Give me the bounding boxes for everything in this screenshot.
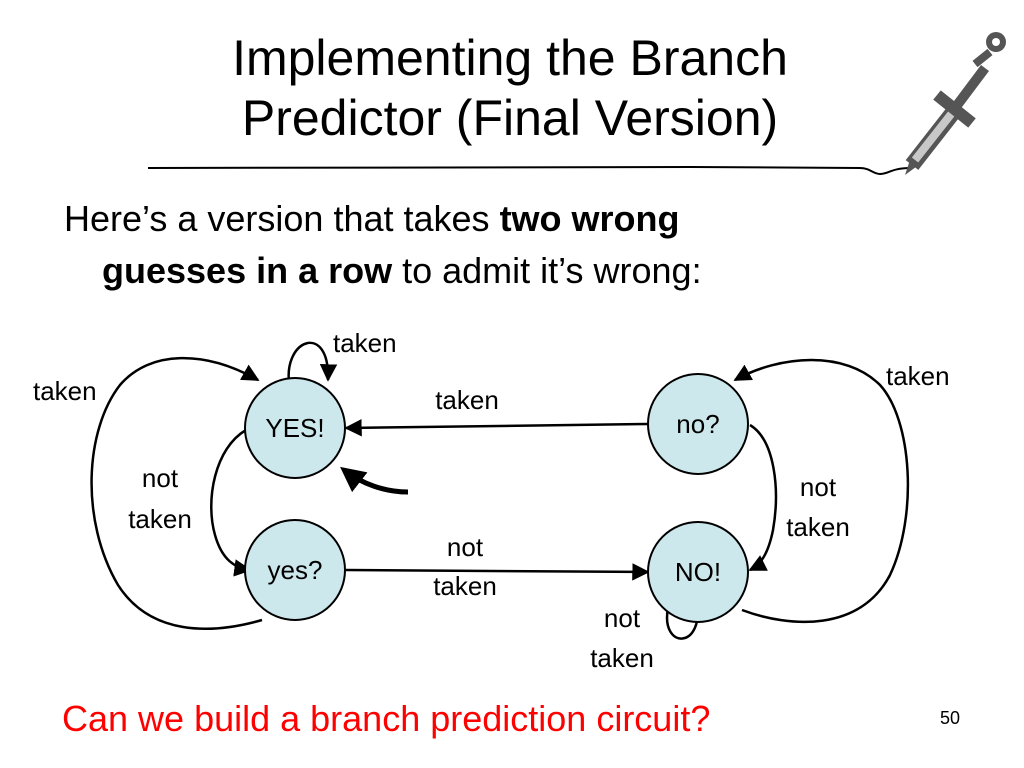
label-self-loop-yes: taken [333, 328, 397, 358]
slide-title: Implementing the Branch Predictor (Final… [120, 28, 900, 148]
state-no-strong: NO! [647, 521, 749, 623]
state-yes-strong: YES! [244, 377, 346, 479]
title-line-2: Predictor (Final Version) [241, 90, 779, 146]
edge-no-strong-to-no-weak [733, 358, 910, 624]
pointer-arrow [340, 466, 409, 495]
label-top-middle: taken [435, 385, 499, 415]
edge-no-weak-to-no-strong [748, 423, 778, 572]
title-underline [147, 165, 911, 176]
label-bottom-middle-1: not [447, 532, 484, 562]
label-self-loop-no-2: taken [590, 643, 654, 673]
body-line-1: Here’s a version that takes two wrong [64, 193, 924, 245]
label-bottom-middle-2: taken [433, 571, 497, 601]
label-left-inner-1: not [142, 463, 179, 493]
body-text: Here’s a version that takes two wrong gu… [64, 193, 924, 297]
label-right-outer: taken [886, 361, 950, 391]
edge-yes-weak-to-no-strong [345, 563, 650, 581]
label-self-loop-no-1: not [604, 603, 641, 633]
body-prefix: Here’s a version that takes [64, 198, 500, 239]
state-yes-weak-label: yes? [268, 555, 323, 585]
state-no-strong-label: NO! [675, 557, 721, 587]
label-left-outer: taken [33, 376, 97, 406]
slide-number: 50 [940, 708, 961, 728]
edge-yes-weak-to-yes-strong [90, 356, 263, 630]
edge-no-weak-to-yes-strong [344, 419, 649, 437]
edge-yes-self-loop [287, 341, 338, 389]
body-bold-2: guesses in a row [102, 250, 393, 291]
title-line-1: Implementing the Branch [232, 30, 788, 86]
sword-icon [905, 32, 1006, 175]
label-right-inner-2: taken [786, 512, 850, 542]
label-left-inner-2: taken [128, 504, 192, 534]
state-yes-weak: yes? [244, 519, 346, 621]
question-text: Can we build a branch prediction circuit… [62, 698, 711, 739]
body-bold-1: two wrong [499, 198, 680, 239]
label-right-inner-1: not [800, 472, 837, 502]
edge-yes-strong-to-yes-weak [210, 428, 252, 577]
state-no-weak: no? [647, 373, 749, 475]
body-suffix: to admit it’s wrong: [392, 250, 702, 291]
body-line-2: guesses in a row to admit it’s wrong: [64, 245, 924, 297]
state-yes-strong-label: YES! [265, 413, 324, 443]
state-no-weak-label: no? [676, 409, 719, 439]
